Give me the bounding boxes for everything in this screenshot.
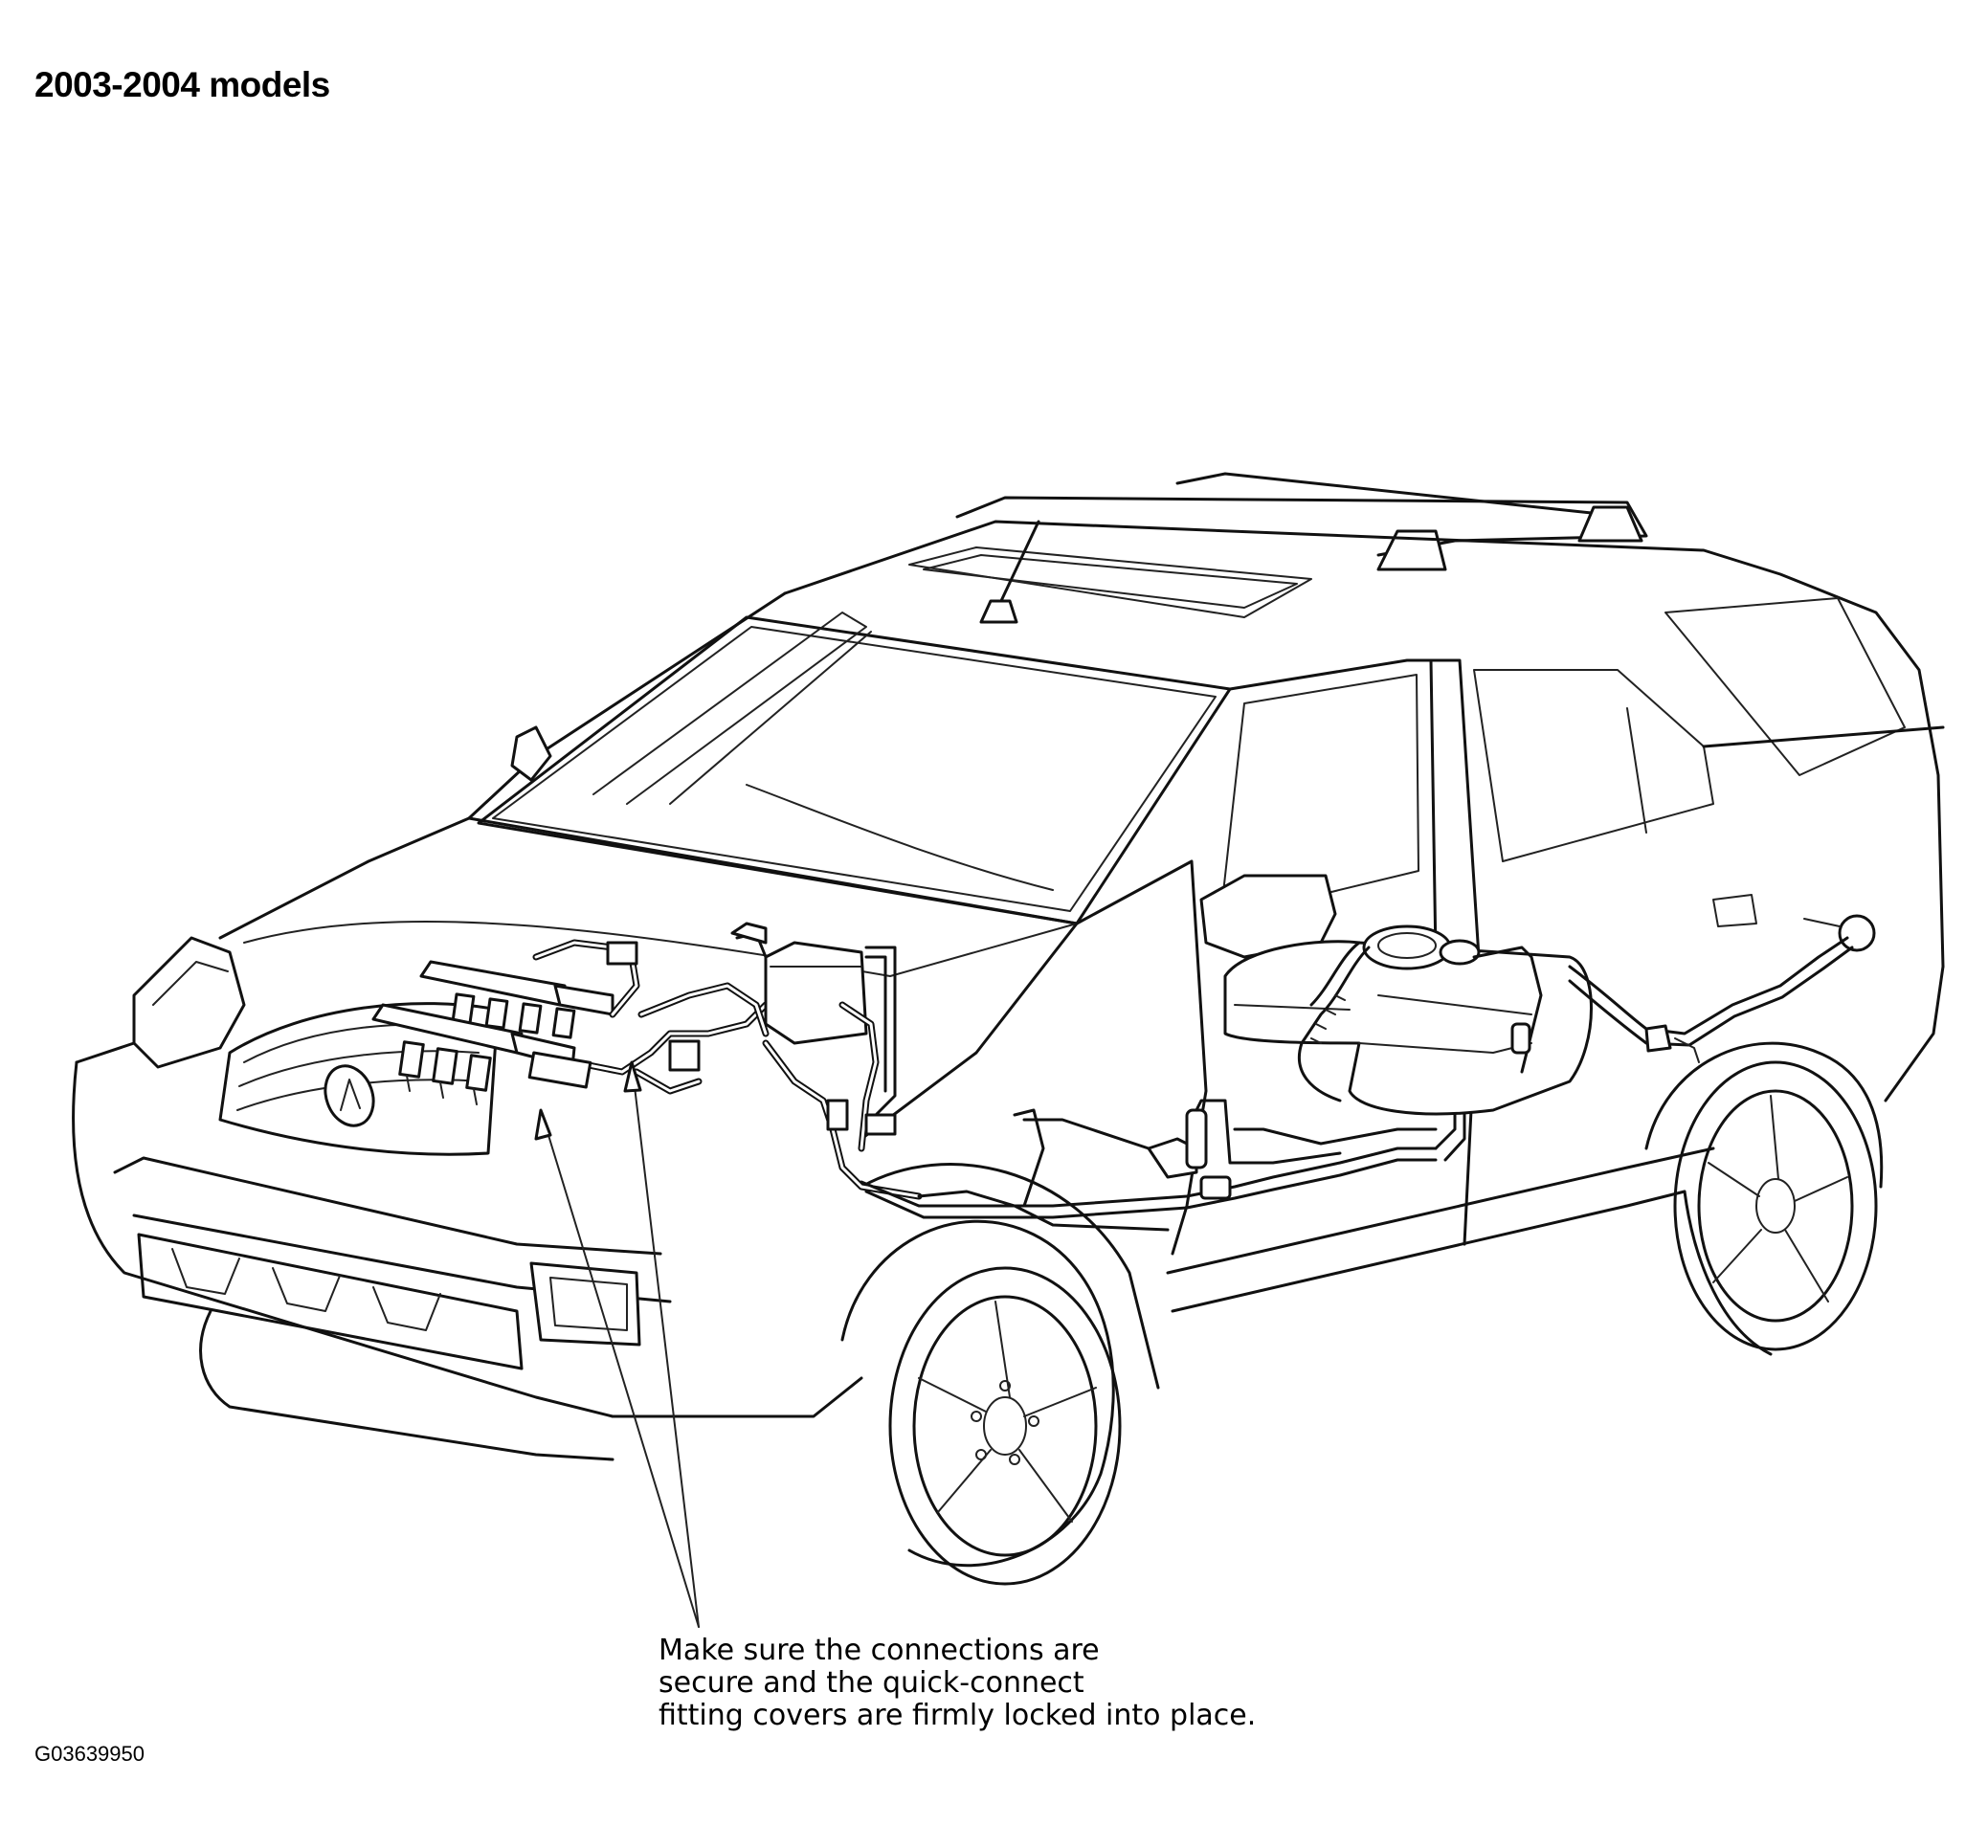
- callout-line-1: Make sure the connections are: [659, 1634, 1100, 1667]
- fuel-filler-pipe: [1568, 936, 1854, 1063]
- callout-line-3: fitting covers are firmly locked into pl…: [659, 1699, 1257, 1732]
- rear-wheel: [1644, 1041, 1884, 1356]
- front-wheel: [840, 1163, 1160, 1586]
- callout-note: Make sure the connections are secure and…: [659, 1635, 1256, 1732]
- vehicle-body: [72, 472, 1945, 1461]
- fuel-lines-engine-bay: [527, 922, 923, 1200]
- figure-id: G03639950: [34, 1742, 145, 1766]
- diagram-heading: 2003-2004 models: [34, 65, 330, 104]
- callout-line-2: secure and the quick-connect: [659, 1666, 1084, 1700]
- fuel-feed-line-underbody: [860, 993, 1466, 1232]
- fuel-tank: [1223, 924, 1593, 1116]
- callout-leader-lines: [534, 1060, 700, 1628]
